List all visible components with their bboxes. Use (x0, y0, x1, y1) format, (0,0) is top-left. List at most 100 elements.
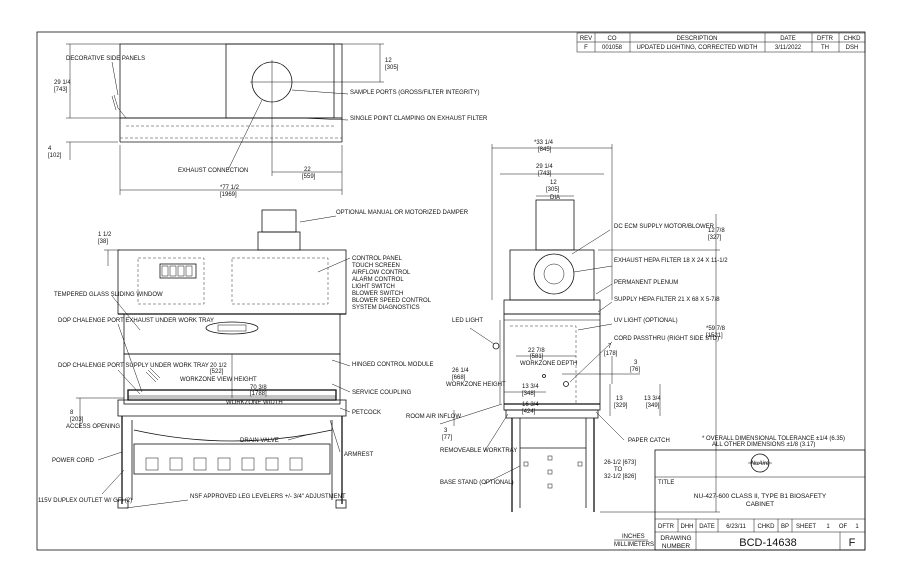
overall-height-dim: *59 7/8 (706, 326, 726, 332)
top-view: DECORATIVE SIDE PANELS 29 1/4 [743] 4 [1… (48, 43, 488, 198)
title-line-2: CABINET (746, 501, 774, 508)
room-air-label: ROOM AIR INFLOW (406, 414, 461, 420)
stand-dim-2: 32-1/2 [826] (604, 474, 636, 480)
offset-dim-mm: [559] (302, 174, 316, 180)
drain-valve-label: DRAIN VALVE (240, 438, 279, 444)
dim-13-mm: [329] (614, 403, 628, 409)
access-dim: 8 (70, 410, 74, 416)
stand-to: TO (614, 467, 623, 473)
date-value: 6/23/11 (726, 524, 746, 530)
drawing-number: BCD-14638 (739, 537, 796, 549)
decorative-panels-label: DECORATIVE SIDE PANELS (66, 56, 145, 62)
alarm-control-label: ALARM CONTROL (352, 277, 404, 283)
workzone-width-dim: 70 3/8 (250, 385, 267, 391)
description-header: DESCRIPTION (676, 36, 717, 42)
exhaust-connection-label: EXHAUST CONNECTION (178, 168, 248, 174)
description-value: UPDATED LIGHTING, CORRECTED WIDTH (637, 45, 758, 51)
permanent-plenum-label: PERMANENT PLENUM (614, 280, 678, 286)
date-value: 3/11/2022 (775, 45, 802, 51)
dftr-header: DFTR (817, 36, 834, 42)
workzone-height-label: WORKZONE HEIGHT (446, 382, 506, 388)
logo-text: NuAire (751, 461, 770, 467)
revision-table: REV CO DESCRIPTION DATE DFTR CHKD F 0010… (576, 32, 866, 53)
chkd-value: BP (781, 524, 789, 530)
dim-7: 7 (608, 344, 612, 350)
hinged-control-label: HINGED CONTROL MODULE (352, 362, 433, 368)
title-block: NuAire TITLE NU-427-600 CLASS II, TYPE B… (654, 449, 866, 551)
dia-label: DIA (550, 195, 560, 201)
co-header: CO (608, 36, 617, 42)
light-switch-label: LIGHT SWITCH (352, 284, 395, 290)
workzone-depth-dim-mm: [581] (530, 354, 544, 360)
service-coupling-label: SERVICE COUPLING (352, 390, 412, 396)
date-header: DATE (780, 36, 796, 42)
access-dim-mm: [203] (70, 417, 84, 423)
top-dim: 12 7/8 (708, 228, 725, 234)
cord-passthru-label: CORD PASSTHRU (RIGHT SIDE STD) (614, 336, 719, 342)
number-label: NUMBER (662, 543, 690, 550)
dia-dim-mm: [305] (546, 187, 560, 193)
view-height-label: WORKZONE VIEW HEIGHT (180, 377, 257, 383)
offset-dim: 22 (304, 167, 311, 173)
side-view: *33 1/4 [845] 29 1/4 [743] 12 [305] DIA … (406, 140, 728, 513)
damper-label: OPTIONAL MANUAL OR MOTORIZED DAMPER (336, 210, 469, 216)
supply-hepa-label: SUPPLY HEPA FILTER 21 X 68 X 5-7/8 (614, 297, 720, 303)
dop-supply-label: DOP CHALENGE PORT SUPPLY UNDER WORK TRAY (58, 363, 209, 369)
petcock-label: PETCOCK (352, 410, 381, 416)
top-dim-mm: [38] (98, 239, 108, 245)
blower-speed-label: BLOWER SPEED CONTROL (352, 298, 432, 304)
port-dim: 12 (385, 58, 392, 64)
date-label: DATE (699, 524, 715, 530)
nuaire-logo: NuAire (748, 453, 772, 473)
width-dim: *77 1/2 (220, 185, 240, 191)
width-dim-mm: [1969] (220, 192, 237, 198)
top-dim: 1 1/2 (98, 232, 112, 238)
exhaust-hepa-label: EXHAUST HEPA FILTER 18 X 24 X 11-1/2 (614, 258, 728, 264)
workzone-height-dim-mm: [668] (452, 375, 466, 381)
workzone-width-label: WORKZONE WIDTH (226, 400, 283, 406)
co-value: 001058 (602, 45, 623, 51)
rev-header: REV (580, 36, 592, 42)
removeable-tray-label: REMOVEABLE WORKTRAY (440, 448, 517, 454)
depth-dim: 29 1/4 (536, 164, 553, 170)
sample-ports-label: SAMPLE PORTS (GROSS/FILTER INTEGRITY) (350, 90, 479, 96)
other-tolerance-note: ALL OTHER DIMENSIONS ±1/8 (3.17) (712, 442, 815, 448)
title-line-1: NU-427-600 CLASS II, TYPE B1 BIOSAFETY (694, 493, 827, 500)
access-opening-label: ACCESS OPENING (66, 424, 120, 430)
led-light-label: LED LIGHT (452, 318, 483, 324)
duplex-outlet-label: 115V DUPLEX OUTLET W/ GFI (2) (38, 498, 132, 504)
notes: * OVERALL DIMENSIONAL TOLERANCE ±1/4 (6.… (614, 436, 845, 548)
dim-3: 3 (444, 428, 448, 434)
dop-exhaust-label: DOP CHALENGE PORT EXHAUST UNDER WORK TRA… (58, 318, 214, 324)
dim-13-3-4-mm: [348] (522, 391, 536, 397)
depth-dim-mm: [102] (48, 153, 62, 159)
control-panel-display (205, 321, 259, 335)
dim-7-mm: [178] (604, 351, 618, 357)
of-value: 1 (855, 524, 859, 530)
drawing-label: DRAWING (660, 535, 691, 542)
single-point-label: SINGLE POINT CLAMPING ON EXHAUST FILTER (350, 116, 488, 122)
rev-value: F (584, 45, 588, 51)
inches-label: INCHES (622, 534, 645, 540)
dim-16-3-4-mm: [424] (522, 409, 536, 415)
workzone-depth-label: WORKZONE DEPTH (520, 361, 577, 367)
armrest-label: ARMREST (344, 452, 374, 458)
system-diagnostics-label: SYSTEM DIAGNOSTICS (352, 305, 420, 311)
motor-blower-label: DC ECM SUPPLY MOTOR/BLOWER (614, 224, 715, 230)
dim-13-3-4b: 13 3/4 (644, 396, 661, 402)
overall-depth-dim-mm: [845] (538, 147, 552, 153)
control-panel-label: CONTROL PANEL (352, 256, 403, 262)
tolerance-note: * OVERALL DIMENSIONAL TOLERANCE ±1/4 (6.… (702, 436, 845, 442)
dia-dim: 12 (550, 180, 557, 186)
height-dim-mm: [743] (54, 87, 68, 93)
port-dim-mm: [305] (385, 65, 399, 71)
dim-3-right: 3 (634, 360, 638, 366)
blower-switch-label: BLOWER SWITCH (352, 291, 403, 297)
top-dim-mm: [327] (708, 235, 722, 241)
rev-letter: F (849, 537, 856, 549)
of-label: OF (839, 524, 848, 530)
tempered-glass-label: TEMPERED GLASS SLIDING WINDOW (54, 292, 163, 298)
dim-13-3-4: 13 3/4 (522, 384, 539, 390)
dim-13: 13 (616, 396, 623, 402)
overall-height-dim-mm: [1521] (706, 333, 723, 339)
